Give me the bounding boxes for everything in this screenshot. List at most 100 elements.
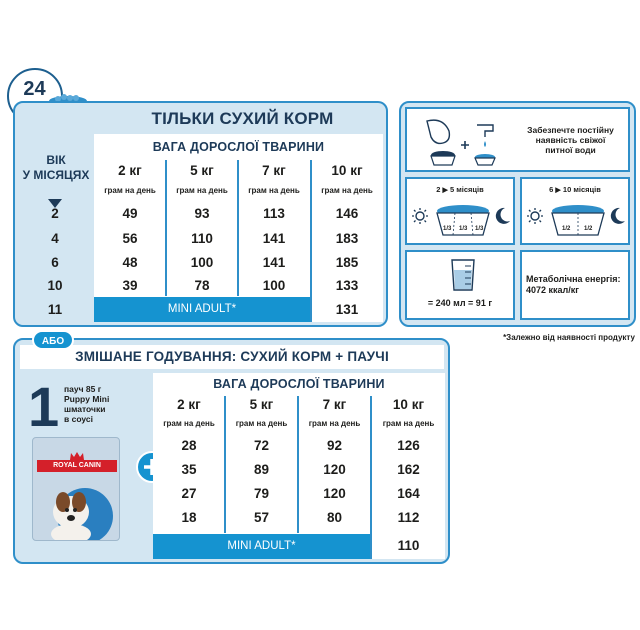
mixed-cell: 120 xyxy=(323,462,346,477)
dry-cell: 100 xyxy=(190,255,214,270)
dry-weight-header: ВАГА ДОРОСЛОЇ ТВАРИНИ xyxy=(152,140,325,154)
dry-cell: 93 xyxy=(194,206,210,221)
royal-canin-logo: ROYAL CANIN xyxy=(37,460,117,472)
mixed-cell: 164 xyxy=(397,486,420,501)
energy-box: Метаболічна енергія: 4072 ккал/кг xyxy=(520,250,630,320)
dry-cell: 185 xyxy=(335,255,359,270)
age-value: 4 xyxy=(51,231,59,246)
age-value: 11 xyxy=(47,302,63,317)
bowl-thirds-icon xyxy=(433,201,493,244)
meals-box-2-5: 2 ▶ 5 місяців 1/3 1/3 1/3 xyxy=(405,177,515,245)
age-header-line-2: У МІСЯЦЯХ xyxy=(22,168,90,182)
dry-col-5kg: 5 кг xyxy=(190,163,214,178)
mixed-cell: 120 xyxy=(323,486,346,501)
dry-cell: 113 xyxy=(263,206,285,221)
pouch-text: пауч 85 г Puppy Mini шматочки в соусі xyxy=(64,384,144,424)
water-line-3: питної води xyxy=(545,145,596,155)
pouch-line-2: Puppy Mini xyxy=(64,394,110,404)
sun-icon xyxy=(411,207,429,230)
energy-text: Метаболічна енергія: 4072 ккал/кг xyxy=(526,274,626,296)
age-value: 2 xyxy=(51,206,59,221)
age-range-2-5: 2 ▶ 5 місяців xyxy=(407,185,513,194)
water-box: Забезпечте постійну наявність свіжої пит… xyxy=(405,107,630,172)
mixed-cell: 162 xyxy=(397,462,420,477)
moon-icon xyxy=(610,207,626,230)
sun-icon xyxy=(526,207,544,230)
energy-line-1: Метаболічна енергія: xyxy=(526,274,621,284)
dry-col-2kg: 2 кг xyxy=(118,163,142,178)
mixed-col-10kg: 10 кг xyxy=(392,397,425,412)
crown-icon xyxy=(69,448,85,466)
water-line-1: Забезпечте постійну xyxy=(527,125,614,135)
mixed-title-bar xyxy=(20,345,444,369)
age-header-line-1: ВІК xyxy=(46,153,66,167)
measuring-cup-icon xyxy=(449,258,477,297)
age-a-from: 2 xyxy=(436,185,441,194)
cup-box: = 240 мл = 91 г xyxy=(405,250,515,320)
puppy-icon xyxy=(41,478,113,540)
dry-col-7kg: 7 кг xyxy=(262,163,286,178)
pouch-image: ROYAL CANIN xyxy=(32,437,120,541)
dry-cell: 56 xyxy=(122,231,138,246)
or-label: АБО xyxy=(32,330,74,350)
pouch-line-3: шматочки xyxy=(64,404,106,414)
meals-box-6-10: 6 ▶ 10 місяців 1/2 1/2 xyxy=(520,177,630,245)
mixed-title: ЗМІШАНЕ ГОДУВАННЯ: СУХИЙ КОРМ + ПАУЧІ xyxy=(75,349,389,364)
mixed-weight-header: ВАГА ДОРОСЛОЇ ТВАРИНИ xyxy=(213,377,385,391)
dry-cell: 39 xyxy=(122,278,138,293)
age-value: 6 xyxy=(51,255,59,270)
mixed-table xyxy=(153,373,445,559)
dry-cell: 49 xyxy=(122,206,138,221)
mixed-cell: 79 xyxy=(253,486,270,501)
dry-cell: 141 xyxy=(262,231,286,246)
dry-cell: 141 xyxy=(262,255,286,270)
half-label: 1/2 xyxy=(584,226,593,232)
third-label: 1/3 xyxy=(459,226,468,232)
dry-cell: 133 xyxy=(335,278,359,293)
mixed-cell: 112 xyxy=(397,510,420,525)
mixed-per-day: грам на день xyxy=(235,419,288,428)
mixed-cell: 126 xyxy=(397,438,420,453)
age-b-to: 10 місяців xyxy=(562,185,601,194)
mixed-cell: 72 xyxy=(253,438,270,453)
water-line-2: наявність свіжої xyxy=(535,135,606,145)
hand-bowl-icon xyxy=(413,115,503,172)
age-header: ВІК У МІСЯЦЯХ xyxy=(22,153,90,183)
footnote: *Залежно від наявності продукту xyxy=(503,333,635,342)
dry-per-day: грам на день xyxy=(104,186,156,195)
pouch-line-1: пауч 85 г xyxy=(64,384,102,394)
dry-per-day: грам на день xyxy=(248,186,300,195)
dry-cell: 48 xyxy=(122,255,138,270)
dry-cell: 183 xyxy=(335,231,359,246)
dry-per-day: грам на день xyxy=(321,186,373,195)
down-arrow-icon xyxy=(48,196,62,214)
dry-cell: 110 xyxy=(191,231,213,246)
dry-last-value: 131 xyxy=(335,302,359,317)
bowl-halves-icon xyxy=(548,201,608,244)
age-value: 10 xyxy=(47,278,63,293)
mixed-col-2kg: 2 кг xyxy=(177,397,201,412)
pouch-line-4: в соусі xyxy=(64,414,93,424)
moon-icon xyxy=(495,207,511,230)
half-label: 1/2 xyxy=(562,226,571,232)
cup-text: = 240 мл = 91 г xyxy=(427,298,493,308)
mixed-per-day: грам на день xyxy=(308,419,361,428)
dry-per-day: грам на день xyxy=(176,186,228,195)
mixed-cell: 28 xyxy=(181,438,197,453)
age-range-6-10: 6 ▶ 10 місяців xyxy=(522,185,628,194)
mixed-cell: 92 xyxy=(326,438,343,453)
mixed-col-7kg: 7 кг xyxy=(322,397,347,412)
third-label: 1/3 xyxy=(475,226,484,232)
mixed-mini-adult-bar: MINI ADULT* xyxy=(153,534,370,559)
pouch-count: 1 xyxy=(28,375,60,438)
mixed-per-day: грам на день xyxy=(382,419,435,428)
mixed-cell: 18 xyxy=(181,510,197,525)
third-label: 1/3 xyxy=(443,226,452,232)
dry-cell: 146 xyxy=(335,206,359,221)
age-b-from: 6 xyxy=(549,185,554,194)
mixed-cell: 57 xyxy=(253,510,270,525)
dry-cell: 78 xyxy=(194,278,210,293)
mixed-last-value: 110 xyxy=(397,538,420,553)
water-text: Забезпечте постійну наявність свіжої пит… xyxy=(513,125,628,155)
mixed-cell: 35 xyxy=(181,462,197,477)
